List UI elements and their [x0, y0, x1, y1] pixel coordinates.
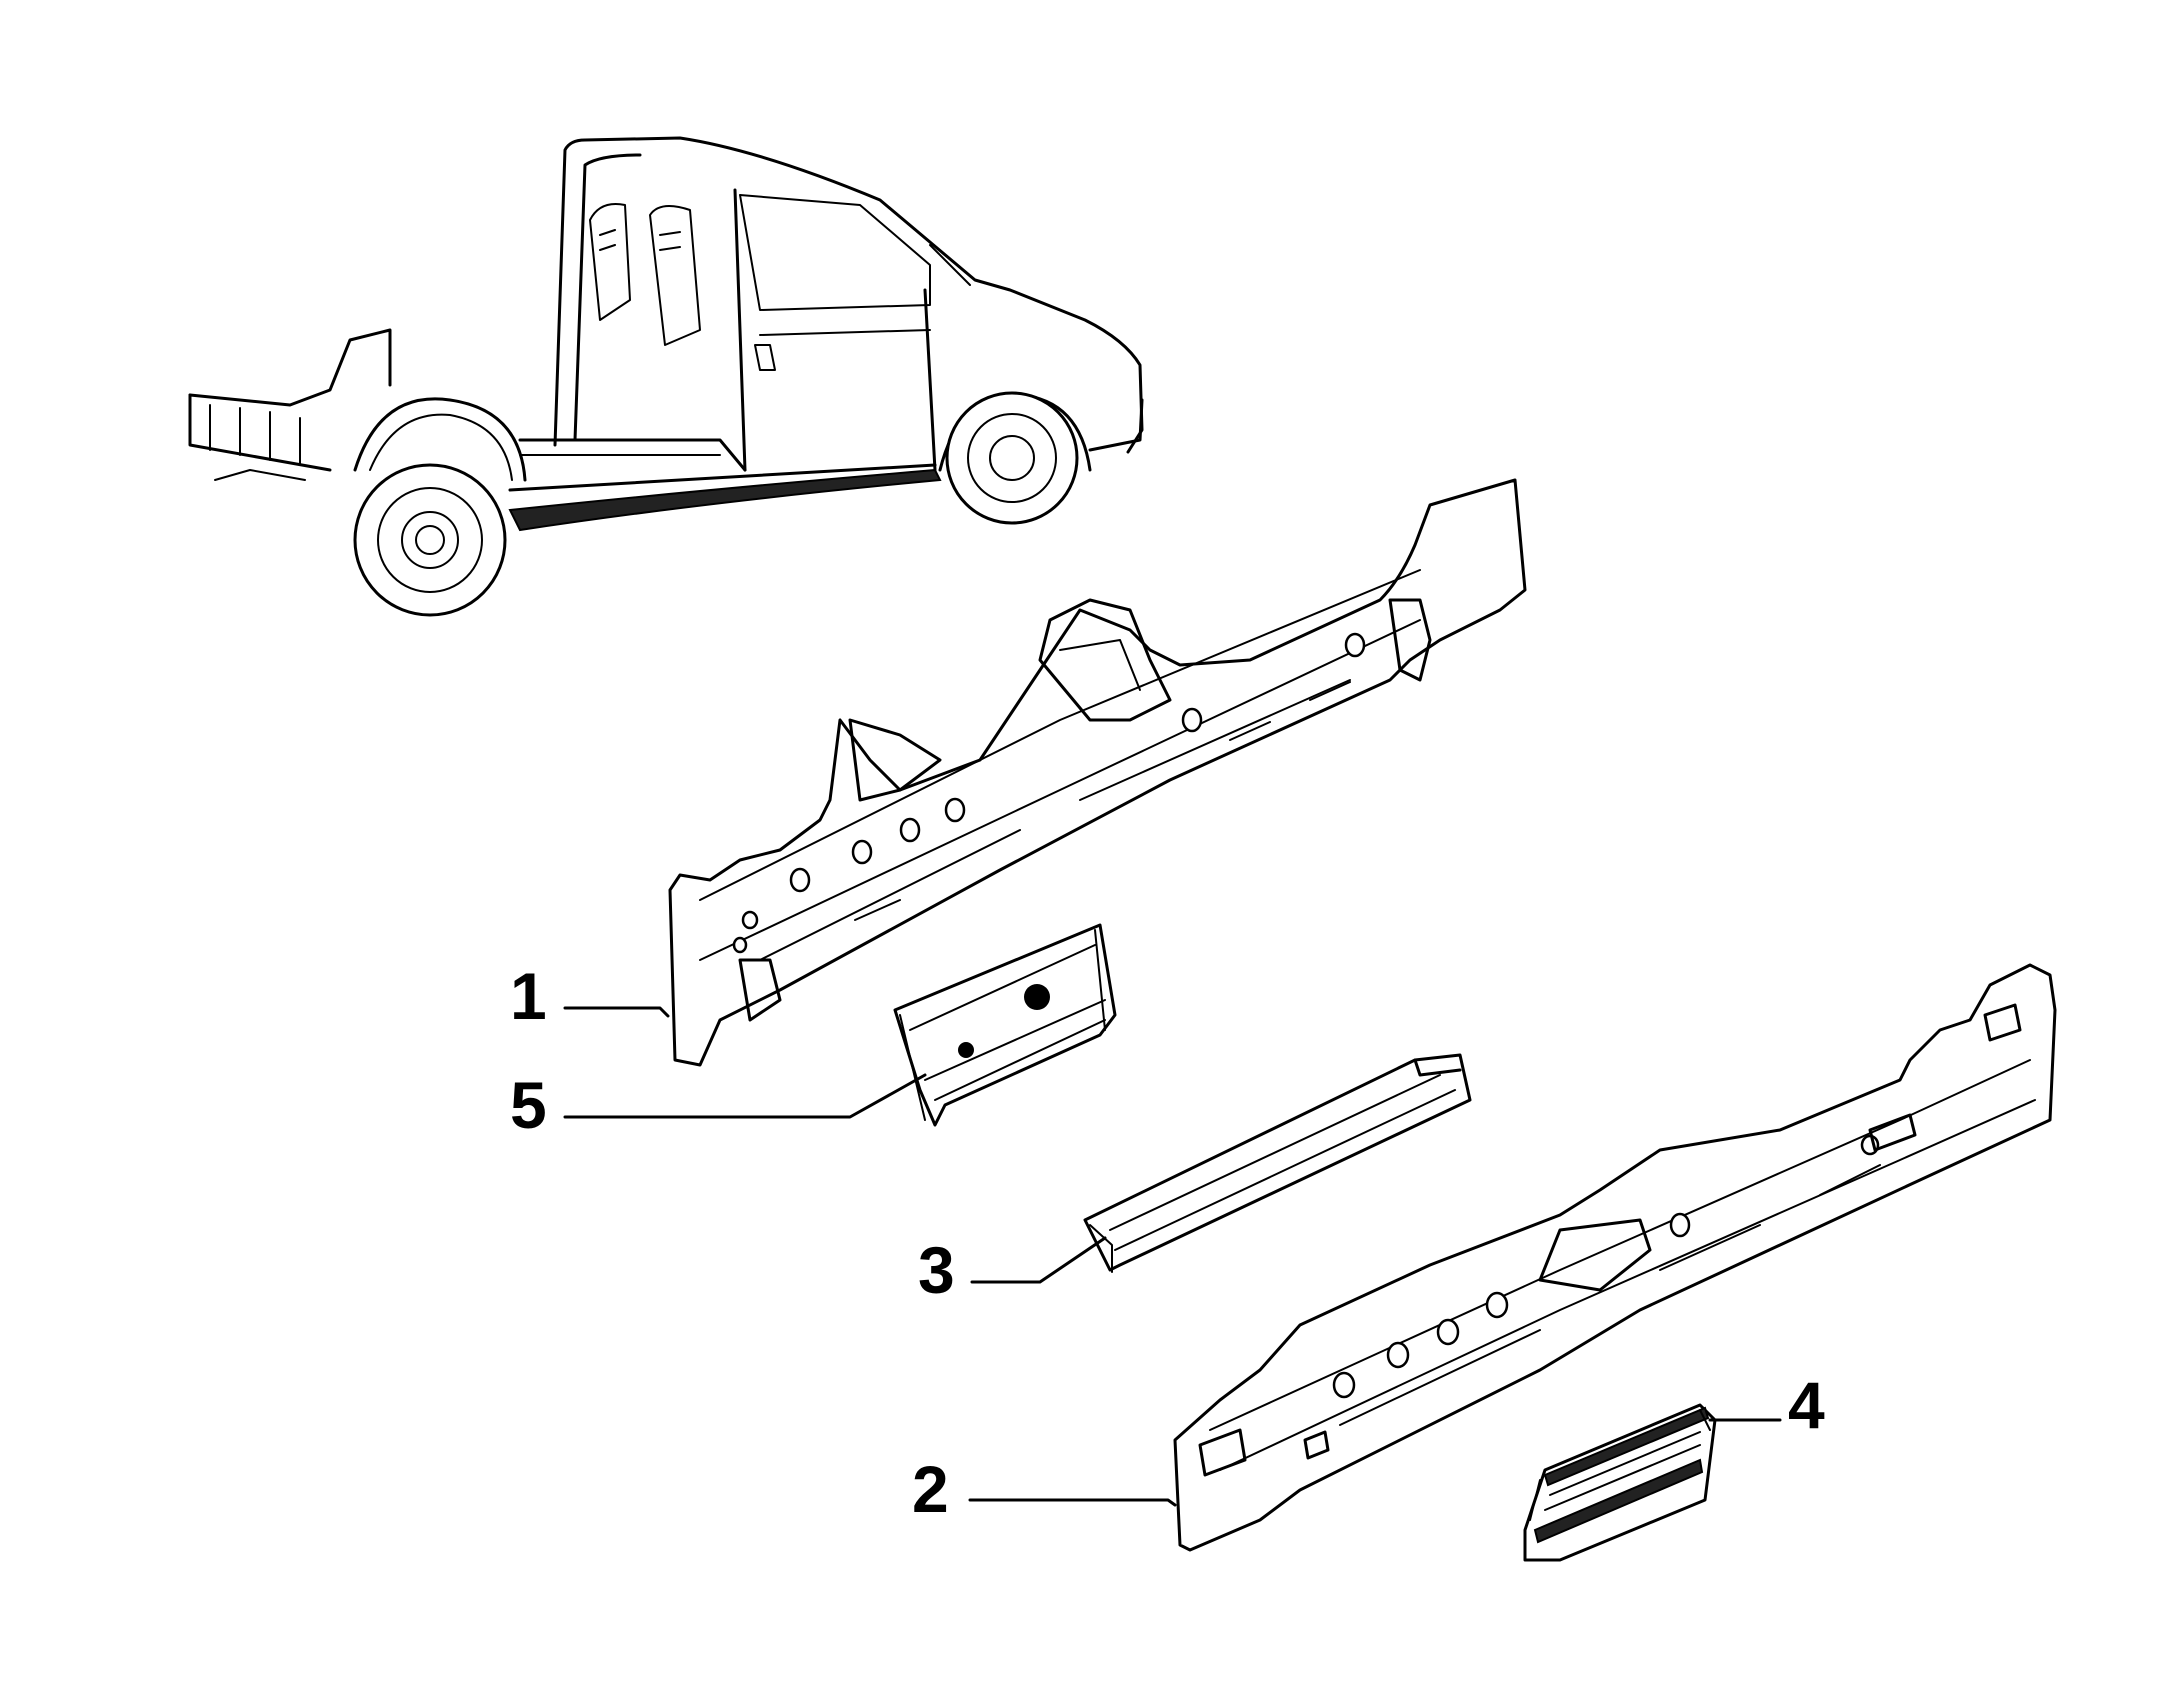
part-3-reinforcement-channel [1083, 1053, 1472, 1273]
leader-lines [563, 1006, 1782, 1507]
callout-3: 3 [918, 1233, 955, 1307]
leader-line-5 [563, 1073, 927, 1119]
callout-4: 4 [1788, 1368, 1825, 1442]
callout-1: 1 [510, 959, 547, 1033]
vehicle-illustration [188, 136, 1144, 617]
part-5-gusset-plate [893, 923, 1117, 1127]
leader-line-3 [970, 1236, 1107, 1284]
part-1-inner-sill [668, 478, 1527, 1067]
part-2-outer-sill [1173, 963, 2057, 1552]
part-4-small-bracket [1523, 1403, 1717, 1562]
callout-5: 5 [510, 1068, 547, 1142]
leader-line-2 [968, 1498, 1177, 1507]
callout-2: 2 [912, 1452, 949, 1526]
leader-line-1 [563, 1006, 670, 1018]
